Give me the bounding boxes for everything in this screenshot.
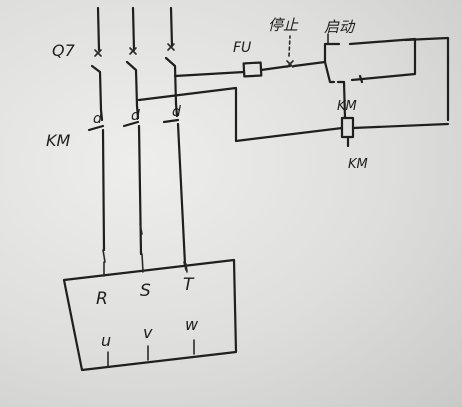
phase-line-3-down (176, 122, 187, 266)
stop-button-actuator (288, 35, 291, 57)
coil-km (340, 116, 355, 139)
label-contact-3: d (172, 104, 181, 120)
terminal-v: v (143, 323, 153, 342)
hold-contact-blade (358, 74, 364, 84)
label-stop: 停止 (268, 16, 299, 34)
motor-terminal-box (62, 253, 238, 372)
motor-box-outline (62, 258, 238, 372)
tick-1 (102, 249, 106, 263)
label-km-coil-top: KM (337, 99, 357, 114)
terminal-w: w (185, 315, 199, 334)
contact-blade-3 (162, 118, 180, 124)
wire-to-coil (342, 80, 347, 120)
wire-fuse-to-stop (259, 64, 292, 72)
breaker-q7 (90, 6, 178, 112)
contact-stub-1 (99, 108, 104, 122)
terminal-stub-s (141, 253, 144, 273)
start-button-blade (323, 60, 336, 84)
contactor-km-main (87, 102, 187, 271)
control-circuit (137, 33, 450, 148)
label-fu: FU (233, 40, 251, 56)
label-start: 启动 (324, 18, 356, 36)
label-km-left: KM (46, 131, 70, 150)
phase-line-3-top (169, 6, 174, 48)
label-contact-1: d (93, 111, 102, 127)
tick-2 (139, 223, 143, 235)
contact-stub-3 (174, 102, 179, 118)
terminal-stub-t (185, 263, 188, 273)
wire-right-down (403, 36, 450, 122)
start-button-top (323, 42, 341, 64)
terminal-t: T (183, 275, 195, 295)
phase-line-1-top (96, 6, 101, 52)
label-q7: Q7 (52, 41, 76, 60)
contact-blade-2 (122, 120, 140, 128)
breaker-x-1 (94, 49, 102, 57)
contact-blade-1 (87, 124, 105, 132)
label-contact-2: d (131, 108, 140, 124)
breaker-x-2 (129, 47, 137, 55)
terminal-r: R (96, 289, 108, 309)
wire-to-fuse (173, 70, 246, 78)
wire-stop-to-start (292, 60, 327, 68)
breaker-blade-1 (90, 64, 103, 112)
hold-contact-loop (348, 37, 417, 82)
wire-coil-return (137, 86, 344, 143)
wire-coil-right (351, 122, 450, 130)
fuse-fu (242, 61, 263, 78)
stop-button-x (286, 60, 294, 68)
phase-line-1-down (101, 128, 106, 252)
contact-stub-2 (135, 104, 140, 120)
breaker-blade-3 (164, 56, 178, 106)
terminal-u: u (101, 331, 111, 350)
phase-line-2-top (131, 6, 136, 52)
breaker-blade-2 (125, 60, 139, 108)
phase-line-2-down (137, 124, 143, 256)
terminal-s: S (140, 281, 151, 301)
breaker-x-3 (167, 43, 175, 51)
label-km-coil-bottom: KM (348, 157, 368, 172)
